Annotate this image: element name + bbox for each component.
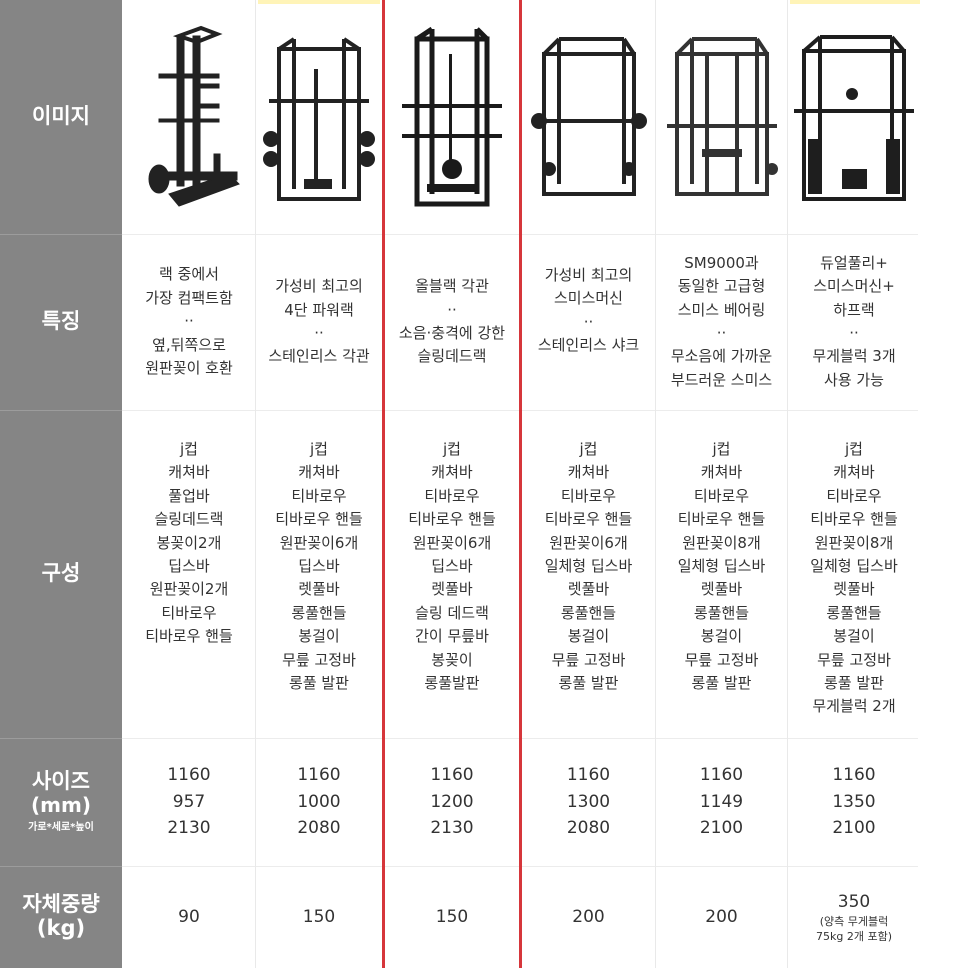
features-cell-3: 올블랙 각관 ·· 소음·충격에 강한 슬링데드랙 bbox=[398, 277, 506, 366]
product-image-1 bbox=[124, 8, 254, 230]
product-image-4 bbox=[523, 8, 654, 230]
weight-cell-4: 200 bbox=[572, 907, 605, 927]
features-cell-1: 랙 중에서 가장 컴팩트함 ·· 옆,뒤쪽으로 원판꽂이 호환 bbox=[145, 265, 233, 378]
composition-cell-6: j컵 캐쳐바 티바로우 티바로우 핸들 원판꽂이8개 일체형 딥스바 렛풀바 롱… bbox=[810, 440, 898, 716]
size-cell-1: 1160 957 2130 bbox=[167, 765, 211, 839]
size-cell-5: 1160 1149 2100 bbox=[699, 765, 744, 839]
composition-cell-1: j컵 캐쳐바 풀업바 슬링데드랙 봉꽂이2개 딥스바 원판꽂이2개 티바로우 티… bbox=[145, 440, 233, 646]
row-header-size: 사이즈 (mm) 가로*세로*높이 bbox=[28, 769, 94, 834]
size-cell-4: 1160 1300 2080 bbox=[566, 765, 611, 839]
divider bbox=[0, 866, 122, 867]
weight-cell-3: 150 bbox=[435, 907, 469, 927]
divider bbox=[255, 0, 256, 968]
composition-cell-4: j컵 캐쳐바 티바로우 티바로우 핸들 원판꽂이6개 일체형 딥스바 렛풀바 롱… bbox=[544, 440, 633, 693]
sm9000-smith-image bbox=[666, 37, 778, 196]
divider bbox=[787, 0, 788, 968]
power-rack-4-image bbox=[263, 37, 375, 201]
features-cell-4: 가성비 최고의 스미스머신 ·· 스테인리스 샤크 bbox=[537, 266, 640, 355]
divider bbox=[0, 234, 122, 235]
all-black-rack-image bbox=[402, 26, 502, 207]
weight-cell-6: 350 (양측 무게블럭 75kg 2개 포함) bbox=[816, 892, 892, 943]
product-image-6 bbox=[789, 8, 919, 230]
divider bbox=[655, 0, 656, 968]
smith-machine-image bbox=[530, 37, 647, 196]
size-cell-2: 1160 1000 2080 bbox=[297, 765, 341, 839]
size-cell-6: 1160 1350 2100 bbox=[832, 765, 876, 839]
weight-cell-2: 150 bbox=[302, 907, 336, 927]
product-image-5 bbox=[657, 8, 786, 230]
weight-cell-5: 200 bbox=[705, 907, 738, 927]
product-image-3 bbox=[386, 8, 518, 230]
size-cell-3: 1160 1200 2130 bbox=[430, 765, 474, 839]
row-header-composition: 구성 bbox=[41, 561, 81, 586]
row-header-features: 특징 bbox=[41, 309, 81, 334]
features-cell-6: 듀얼풀리+ 스미스머신+ 하프랙 ·· 무게블럭 3개 사용 가능 bbox=[812, 253, 896, 389]
highlight-strip bbox=[258, 0, 380, 4]
highlight-border-left bbox=[382, 0, 385, 968]
highlight-border-right bbox=[519, 0, 522, 968]
dual-pulley-smith-image bbox=[794, 35, 914, 201]
row-header-column: 이미지 특징 구성 사이즈 (mm) 가로*세로*높이 자체중량 (kg) bbox=[0, 0, 122, 968]
composition-cell-3: j컵 캐쳐바 티바로우 티바로우 핸들 원판꽂이6개 딥스바 렛풀바 슬링 데드… bbox=[408, 440, 496, 693]
highlight-strip bbox=[790, 0, 920, 4]
row-header-image: 이미지 bbox=[32, 104, 90, 129]
compact-rack-image bbox=[148, 25, 240, 207]
divider bbox=[0, 738, 122, 739]
product-image-2 bbox=[257, 8, 381, 230]
weight-cell-1: 90 bbox=[178, 907, 200, 927]
features-cell-5: SM9000과 동일한 고급형 스미스 베어링 ·· 무소음에 가까운 부드러운… bbox=[670, 253, 773, 389]
divider bbox=[0, 410, 122, 411]
features-cell-2: 가성비 최고의 4단 파워랙 ·· 스테인리스 각관 bbox=[268, 277, 370, 366]
row-header-weight: 자체중량 (kg) bbox=[22, 892, 100, 940]
composition-cell-5: j컵 캐쳐바 티바로우 티바로우 핸들 원판꽂이8개 일체형 딥스바 렛풀바 롱… bbox=[677, 440, 766, 693]
composition-cell-2: j컵 캐쳐바 티바로우 티바로우 핸들 원판꽂이6개 딥스바 렛풀바 롱풀핸들 … bbox=[275, 440, 363, 693]
